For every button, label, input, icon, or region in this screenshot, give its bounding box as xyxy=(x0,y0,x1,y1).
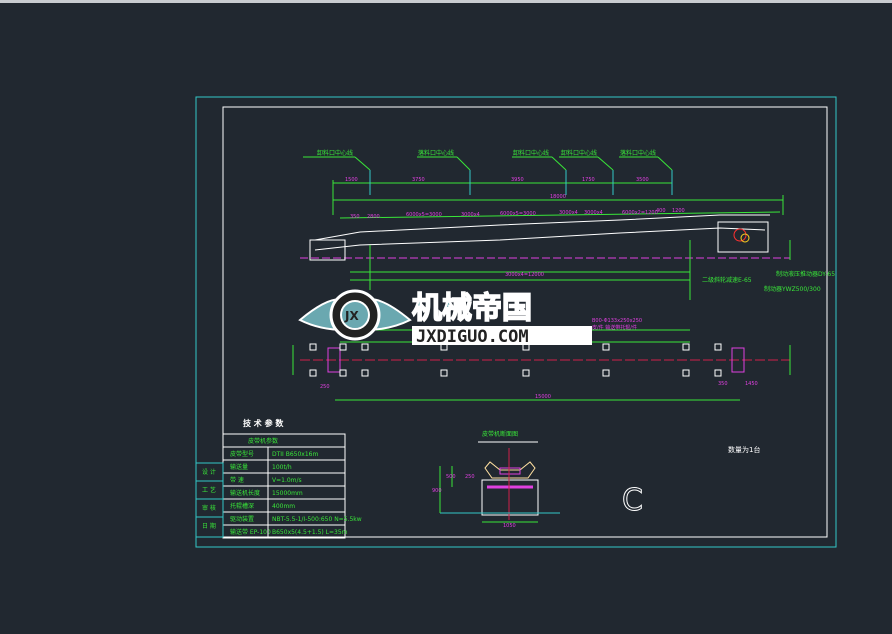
conveyor-elevation xyxy=(300,211,791,300)
conv-dim-9: 400 xyxy=(656,208,666,214)
label-top-3: 卸料口中心线 xyxy=(513,149,549,157)
dim-3: 3950 xyxy=(511,177,524,183)
conv-dim-4: 3000x4 xyxy=(461,212,480,218)
outer-frame xyxy=(195,96,837,548)
right-label-3: 制动器YWZ500/300 xyxy=(764,285,821,293)
support-foot xyxy=(309,343,317,351)
quantity-note: 数量为1台 xyxy=(728,445,760,454)
side-label-3: 审 核 xyxy=(202,504,216,512)
side-label-1: 设 计 xyxy=(202,468,216,476)
mid-label-2: 皮/件 输送带托辊/件 xyxy=(592,324,637,331)
inner-frame xyxy=(222,106,828,538)
support-foot xyxy=(602,343,610,351)
revision-letter: C xyxy=(622,483,643,518)
plan-dim-right: 1450 xyxy=(745,381,758,387)
plan-dim-left: 250 xyxy=(320,384,330,390)
spec-row-label: 输送机长度 xyxy=(230,489,260,497)
side-label-2: 工 艺 xyxy=(202,486,216,494)
spec-row-label: 带 速 xyxy=(230,476,244,484)
conv-dim-3: 6000x5=3000 xyxy=(406,212,442,218)
conv-dim-2: 2800 xyxy=(367,214,380,220)
dim-1: 1500 xyxy=(345,177,358,183)
conv-dim-1: 350 xyxy=(350,214,360,220)
section-dim-3: 900 xyxy=(432,488,442,494)
support-foot xyxy=(714,369,722,377)
dim-4: 1750 xyxy=(582,177,595,183)
support-foot xyxy=(714,343,722,351)
label-top-5: 落料口中心线 xyxy=(620,149,656,157)
conv-dim-6: 3000x4 xyxy=(559,210,578,216)
spec-row-value: 100t/h xyxy=(272,464,292,471)
spec-row-label: 输送量 xyxy=(230,463,248,471)
spec-row-value: NBT-5.5-1/I-500:650 N=5.5kw xyxy=(272,516,362,523)
section-view xyxy=(439,448,560,523)
support-foot xyxy=(440,369,448,377)
spec-row-label: 输送带 EP-100 xyxy=(230,528,271,536)
dim-5: 3500 xyxy=(636,177,649,183)
support-foot xyxy=(309,369,317,377)
spec-row-value: 400mm xyxy=(272,503,295,510)
label-top-1: 卸料口中心线 xyxy=(317,149,353,157)
conv-dim-7: 3000x4 xyxy=(584,210,603,216)
plan-dim-overall: 15000 xyxy=(535,394,551,400)
section-dim-2: 500 xyxy=(446,474,456,480)
logo-badge: JX xyxy=(344,309,359,323)
spec-row-value: DTII B650x16m xyxy=(272,451,318,458)
label-top-4: 卸料口中心线 xyxy=(561,149,597,157)
support-foot xyxy=(361,343,369,351)
support-foot xyxy=(339,369,347,377)
support-foot xyxy=(339,343,347,351)
title-side-block xyxy=(195,462,224,538)
spec-row-label: 托辊槽深 xyxy=(230,502,254,510)
support-foot xyxy=(602,369,610,377)
side-label-4: 日 期 xyxy=(202,522,216,530)
section-title: 皮带机断面图 xyxy=(482,430,518,438)
mid-label-1: B00-Φ133x250x250 xyxy=(592,318,642,324)
right-label-1: 二级斜轮减速E-65 xyxy=(702,276,752,284)
dim-bottom-run: 3000x4=12000 xyxy=(505,272,544,278)
dim-overall: 18000 xyxy=(550,194,566,200)
right-label-2: 制动液压推动器DY-65 xyxy=(776,270,835,278)
jxdiguo-watermark-logo: JX 机械帝国 JXDIGUO.COM xyxy=(298,289,592,347)
support-foot xyxy=(522,369,530,377)
spec-row-label: 皮带型号 xyxy=(230,450,254,458)
logo-url: JXDIGUO.COM xyxy=(416,327,529,347)
label-top-2: 落料口中心线 xyxy=(418,149,454,157)
support-foot xyxy=(682,343,690,351)
spec-row-value: 15000mm xyxy=(272,490,303,497)
support-foot xyxy=(682,369,690,377)
logo-chinese: 机械帝国 xyxy=(412,291,532,326)
support-foot xyxy=(361,369,369,377)
spec-table-title: 技 术 参 数 xyxy=(243,418,284,428)
conv-dim-10: 1200 xyxy=(672,208,685,214)
window-top-bar xyxy=(0,0,892,3)
spec-row-value: B650x5(4.5+1.5) L=35m xyxy=(272,529,348,536)
section-dim-4: 1050 xyxy=(503,523,516,529)
section-dim-1: 250 xyxy=(465,474,475,480)
spec-row-label: 驱动装置 xyxy=(230,515,254,523)
spec-table-rows: 皮带型号 DTII B650x16m 输送量 100t/h 带 速 V=1.0m/s 输送机… xyxy=(223,446,362,538)
conv-dim-8: 6000x2=1200 xyxy=(622,210,658,216)
plan-dim-spacing: 350 xyxy=(718,381,728,387)
spec-table-header: 皮带机参数 xyxy=(248,437,278,445)
top-dimensions xyxy=(303,156,784,215)
conv-dim-5: 6000x5=3000 xyxy=(500,211,536,217)
dim-2: 3750 xyxy=(412,177,425,183)
spec-row-value: V=1.0m/s xyxy=(272,477,302,484)
